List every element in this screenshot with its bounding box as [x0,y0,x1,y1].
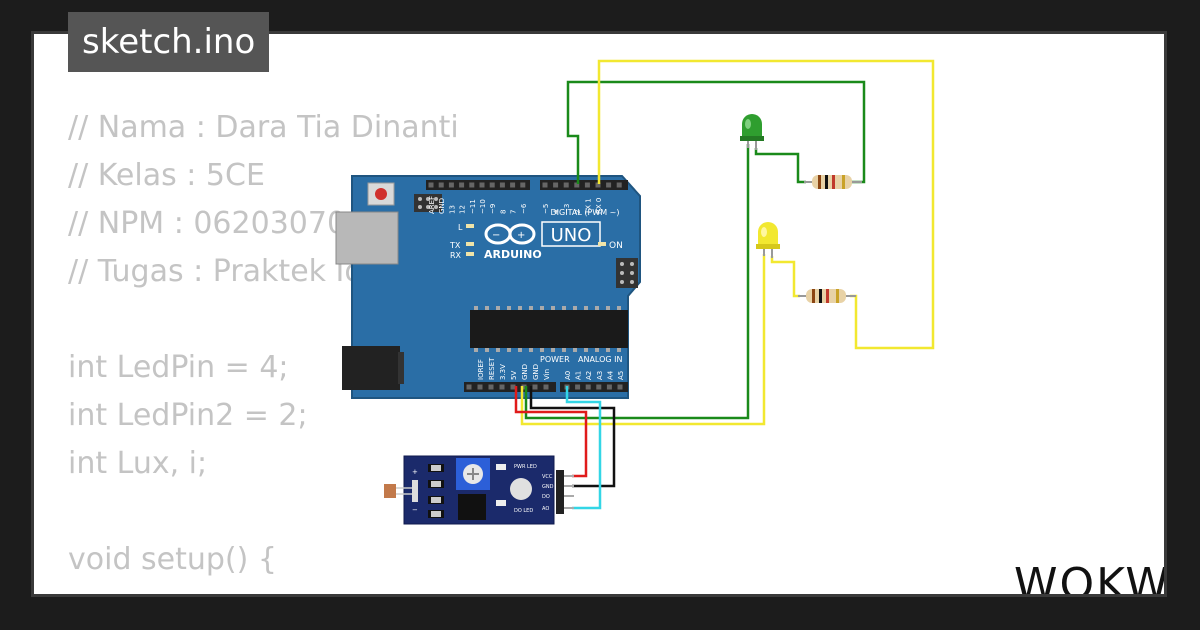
top-pin-label: 7 [510,210,518,214]
top-pin-label: 13 [448,205,456,214]
top-pin-label: AREF [428,196,436,214]
rx-led-label: RX [450,251,462,260]
page-title: sketch.ino [68,12,270,72]
sensor-led [510,478,532,500]
analog-pin-label: A0 [564,371,572,380]
sensor-pin-label: VCC [542,474,553,480]
l-led-label: L [458,223,463,232]
sensor-pin-label: DO [542,494,550,500]
code-line[interactable]: void setup() { [68,542,277,577]
canvas[interactable]: // Nama : Dara Tia Dinanti // Kelas : 5CE… [34,34,1164,594]
ldr-sensor-module[interactable]: + − PWR LED DO LED VCC GND DO AO [384,455,574,525]
top-pin-label: 4 [553,209,561,214]
comparator-chip [458,494,486,520]
resistor-1[interactable] [804,175,862,189]
on-led-label: ON [609,241,623,251]
wire-green-pin4 [566,80,866,184]
top-pin-label: ~5 [542,204,550,214]
analog-pin-label: A4 [606,370,614,380]
top-pin-label: 2 [574,210,582,214]
svg-text:+: + [517,230,525,241]
arduino-infinity-logo [484,223,536,245]
code-line[interactable]: // NPM : 06203070 [68,206,347,241]
power-pin-label: 3.3V [499,364,507,380]
wire-yellow-pin2 [597,59,935,350]
power-label: POWER [540,355,570,364]
analog-pin-label: A1 [575,371,583,380]
wire-cyan-a0 [565,386,602,510]
header-top-left [426,180,530,190]
led-yellow[interactable] [756,222,780,258]
code-line[interactable]: // Kelas : 5CE [68,158,265,193]
analog-label: ANALOG IN [578,355,623,364]
top-pin-label: 12 [459,205,467,214]
code-line[interactable]: int LedPin = 4; [68,350,289,385]
top-pin-label: ~6 [520,203,528,214]
board-model-label: UNO [551,225,592,246]
header-power [464,382,556,392]
photoresistor [384,484,396,498]
svg-text:+: + [412,468,418,476]
code-line[interactable]: // Nama : Dara Tia Dinanti [68,110,459,145]
code-editor[interactable]: // Nama : Dara Tia Dinanti // Kelas : 5CE… [68,104,489,594]
top-pin-label: GND [438,198,446,214]
code-line[interactable]: int LedPin2 = 2; [68,398,308,433]
power-pin-label: Vin [543,369,551,380]
code-line[interactable]: int Lux, i; [68,446,208,481]
usb-port [335,211,399,265]
wire-green-led-res [754,148,806,184]
top-pin-label: ~10 [479,199,487,214]
power-jack [342,346,400,390]
icsp-header-right [616,258,638,288]
wire-yellow-led-gnd [520,254,766,426]
svg-text:−: − [412,506,418,514]
top-pin-label: ~3 [563,204,571,214]
top-pin-label: ~9 [489,204,497,214]
resistor-2[interactable] [798,289,856,303]
wire-yellow-led-res [770,256,800,298]
tx-led-label: TX [449,241,461,250]
power-pin-label: IOREF [477,359,485,380]
board-brand-label: ARDUINO [484,248,542,261]
wire-red-5v [514,386,588,478]
pwr-led-label: PWR LED [514,464,537,470]
top-pin-label: 8 [499,210,507,214]
analog-pin-label: A2 [585,371,593,380]
top-pin-label: TX 1 [584,198,592,215]
power-pin-label: 5V [510,371,518,380]
power-pin-label: GND [532,364,540,380]
do-led-label: DO LED [514,508,533,514]
analog-pin-label: A3 [596,371,604,380]
svg-text:−: − [492,230,500,241]
digital-label: DIGITAL (PWM ~) [551,208,620,217]
wires[interactable] [514,59,935,510]
sensor-pin-label: AO [542,506,549,512]
analog-pin-label: A5 [617,371,625,380]
wokwi-logo: WOKWi [1014,559,1164,594]
power-pin-label: GND [521,364,529,380]
led-green[interactable] [740,114,764,150]
power-pin-label: RESET [488,357,496,380]
header-top-right [540,180,628,190]
top-pin-label: ~11 [469,199,477,214]
header-analog [560,382,628,392]
sensor-pin-label: GND [542,484,554,490]
atmega-chip [470,310,628,348]
wire-green-led-gnd [524,144,750,420]
top-pin-label: RX 0 [595,198,603,214]
icsp-header [414,194,442,212]
code-line[interactable]: pinMode(LedPin, OUTPUT); [68,584,488,594]
